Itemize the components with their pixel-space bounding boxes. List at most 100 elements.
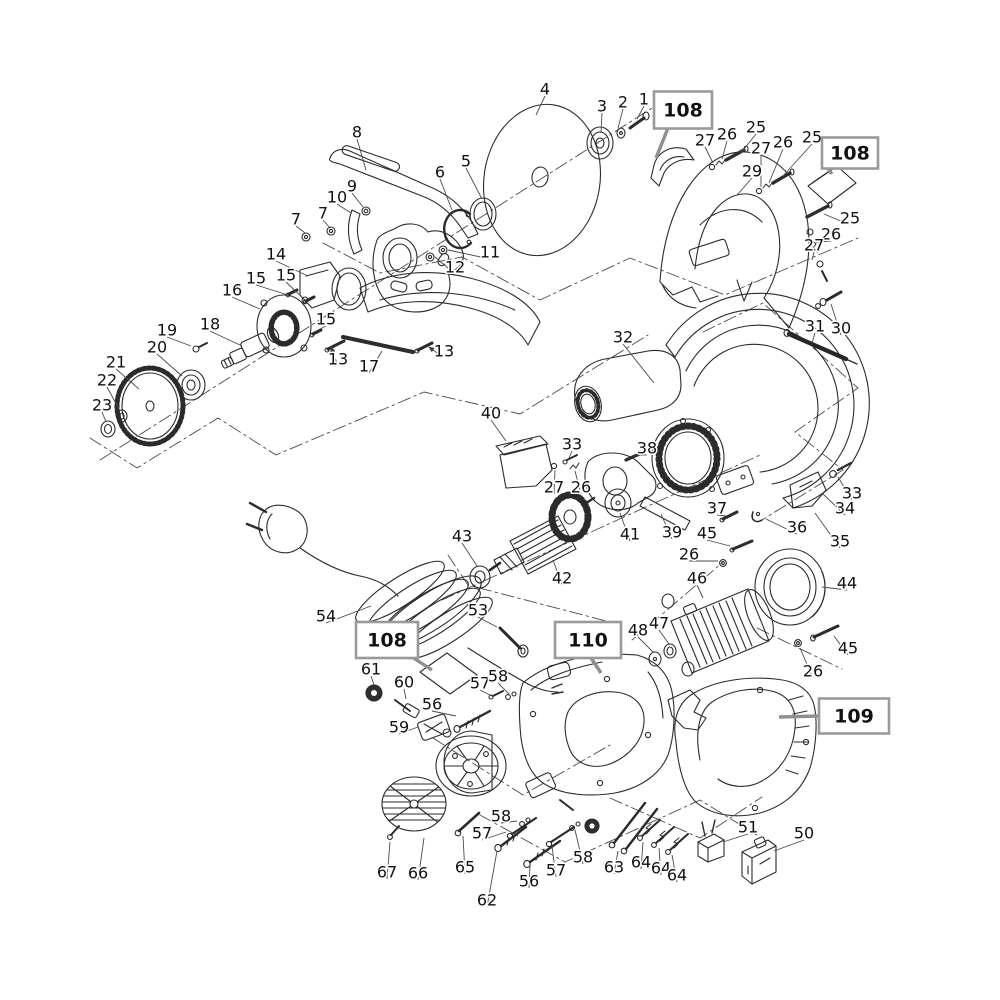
part-label-26-28: 26 <box>717 125 737 144</box>
leader-line-26-28 <box>721 140 728 160</box>
part-label-13-13: 13 <box>328 350 348 369</box>
part-label-14-15: 14 <box>266 245 286 264</box>
part-label-33-49: 33 <box>842 484 862 503</box>
bolt-30 <box>815 290 843 309</box>
part-label-64-81: 64 <box>667 866 687 885</box>
leader-line-32-39 <box>622 343 655 384</box>
blade-washer <box>616 127 626 139</box>
washer-47 <box>663 643 677 659</box>
upper-guard-29 <box>659 151 810 329</box>
part-label-7-7: 7 <box>318 204 328 223</box>
leader-line-53-62 <box>477 616 498 628</box>
screw-set-3 <box>805 201 833 282</box>
boxed-label-frame <box>354 620 420 660</box>
diagram-art <box>89 102 870 885</box>
leader-line-42-47 <box>552 559 563 586</box>
leader-line-23-26 <box>101 411 107 423</box>
screw-45b <box>810 624 840 642</box>
brush-second-set <box>525 772 600 834</box>
boxed-label-leader-108-0 <box>654 127 670 159</box>
screw-45a <box>729 539 754 553</box>
screw-19 <box>192 342 208 353</box>
part-label-8-8: 8 <box>352 123 362 142</box>
part-label-26-55: 26 <box>679 545 699 564</box>
leader-line-26-59 <box>799 647 814 679</box>
washers-58b <box>569 821 581 831</box>
leader-line-56-68 <box>431 710 457 717</box>
part-label-61-64: 61 <box>361 660 381 679</box>
part-label-37-53: 37 <box>707 499 727 518</box>
screw-37 <box>719 510 739 523</box>
part-label-56-75: 56 <box>519 872 539 891</box>
washers-58c <box>519 817 531 827</box>
leader-line-19-22 <box>166 336 192 347</box>
part-label-42-47: 42 <box>552 569 572 588</box>
boxed-label-108-2: 108 <box>354 620 420 660</box>
phantom-lines <box>89 102 859 863</box>
leader-line-4-3 <box>535 95 546 116</box>
leader-line-14-15 <box>275 260 309 277</box>
part-label-41-46: 41 <box>620 525 640 544</box>
leader-line-33-49 <box>837 476 853 501</box>
part-label-51-71: 51 <box>738 818 758 837</box>
part-label-57-73: 57 <box>472 824 492 843</box>
part-label-13-14: 13 <box>434 342 454 361</box>
leader-line-36-52 <box>765 518 798 535</box>
part-label-67-84: 67 <box>377 863 397 882</box>
boxed-label-110-3: 110 <box>553 620 623 660</box>
leader-line-29-33 <box>736 177 753 196</box>
leader-line-25-27 <box>739 133 757 155</box>
brush-60 <box>394 699 420 719</box>
leader-line-30-37 <box>830 303 842 336</box>
leader-line-11-11 <box>447 249 491 260</box>
rod-17 <box>341 335 415 354</box>
screw-53 <box>498 626 529 658</box>
part-label-32-39: 32 <box>613 328 633 347</box>
part-label-15-16: 15 <box>246 269 266 288</box>
nut-26f <box>794 639 802 647</box>
part-label-31-38: 31 <box>805 317 825 336</box>
part-label-63-78: 63 <box>604 858 624 877</box>
leader-line-15-17 <box>285 281 306 301</box>
part-label-33-40: 33 <box>562 435 582 454</box>
leader-line-63-78 <box>613 850 619 875</box>
motor-housing-32 <box>574 292 870 509</box>
brush-cap-61 <box>365 684 383 702</box>
ring-15 <box>331 267 367 311</box>
leader-line-57-73 <box>481 831 507 841</box>
boxed-label-text: 108 <box>367 630 407 652</box>
bearing-43 <box>469 565 491 589</box>
part-label-66-83: 66 <box>408 864 428 883</box>
leader-line-57-66 <box>479 689 493 697</box>
leader-line-58-72 <box>500 820 518 824</box>
part-label-58-77: 58 <box>573 848 593 867</box>
terminal-screw-57a <box>488 690 504 700</box>
part-label-26-35: 26 <box>821 225 841 244</box>
side-cover-109 <box>667 677 817 817</box>
part-label-64-80: 64 <box>651 859 671 878</box>
part-label-25-27: 25 <box>746 118 766 137</box>
part-label-18-21: 18 <box>200 315 220 334</box>
part-label-17-20: 17 <box>359 357 379 376</box>
leader-line-45-58 <box>833 635 849 656</box>
part-label-26-42: 26 <box>571 478 591 497</box>
part-label-40-44: 40 <box>481 404 501 423</box>
screw-set-2 <box>755 168 795 195</box>
guard-lever-arm <box>328 145 479 239</box>
part-label-15-18: 15 <box>316 310 336 329</box>
leader-line-26-31 <box>768 148 784 184</box>
part-label-9-9: 9 <box>347 177 357 196</box>
part-label-59-69: 59 <box>389 718 409 737</box>
nut-26e <box>719 559 727 567</box>
leader-line-44-57 <box>821 586 848 591</box>
leader-line-6-5 <box>439 178 453 211</box>
leader-line-25-30 <box>782 143 813 177</box>
part-label-16-19: 16 <box>222 281 242 300</box>
screw-56a <box>453 709 492 733</box>
part-label-47-60: 47 <box>649 614 669 633</box>
power-plug <box>245 501 308 554</box>
ring-5 <box>469 197 497 231</box>
leader-line-25-34 <box>823 213 851 226</box>
part-label-7-6: 7 <box>291 210 301 229</box>
